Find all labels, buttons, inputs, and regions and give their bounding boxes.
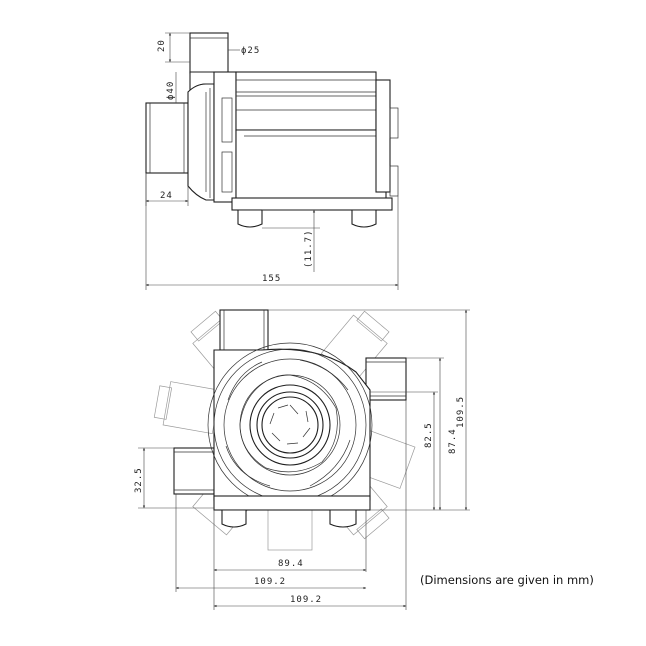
foot xyxy=(221,509,247,528)
rear-cap xyxy=(375,79,391,193)
foot xyxy=(237,209,263,228)
dim-width-outer: 109.2 xyxy=(290,595,322,605)
eye-blades xyxy=(269,404,311,445)
side-view: 20 ϕ25 ϕ40 24 (11.7) 155 xyxy=(145,32,399,290)
motor-lower xyxy=(235,129,387,201)
dim-inlet-length: 24 xyxy=(160,191,173,201)
foot xyxy=(351,209,377,228)
outlet-pipe xyxy=(189,32,229,74)
side-dimensions: 20 ϕ25 ϕ40 24 (11.7) 155 xyxy=(145,32,399,290)
dim-height-outer: 109.5 xyxy=(456,396,466,428)
base xyxy=(231,197,393,211)
front-view: 32.5 89.4 109.2 109.2 82.5 87.4 109.5 xyxy=(134,309,470,610)
dim-outlet-height: 20 xyxy=(157,39,167,52)
dim-inlet-diameter: ϕ40 xyxy=(166,81,176,100)
dim-inlet-offset: 32.5 xyxy=(134,467,144,493)
dim-width-inner: 89.4 xyxy=(278,559,304,569)
dim-outlet-diameter: ϕ25 xyxy=(241,46,260,56)
outlet-pipe xyxy=(219,309,269,351)
inlet-pipe xyxy=(145,102,189,174)
dim-height-inner: 82.5 xyxy=(424,422,434,448)
dim-width-mid: 109.2 xyxy=(254,577,286,587)
impeller-vanes xyxy=(225,359,351,487)
dim-overall-length: 155 xyxy=(262,274,281,284)
front-dimensions: 32.5 89.4 109.2 109.2 82.5 87.4 109.5 xyxy=(134,309,470,610)
flange xyxy=(213,71,237,203)
units-note: (Dimensions are given in mm) xyxy=(420,573,594,587)
dim-foot-height: (11.7) xyxy=(304,229,314,268)
motor-upper xyxy=(235,71,377,131)
base xyxy=(213,495,371,511)
dim-height-mid: 87.4 xyxy=(448,428,458,454)
foot xyxy=(329,509,357,528)
inlet-pipe xyxy=(173,447,215,495)
side-outlet-pipe xyxy=(365,357,407,401)
